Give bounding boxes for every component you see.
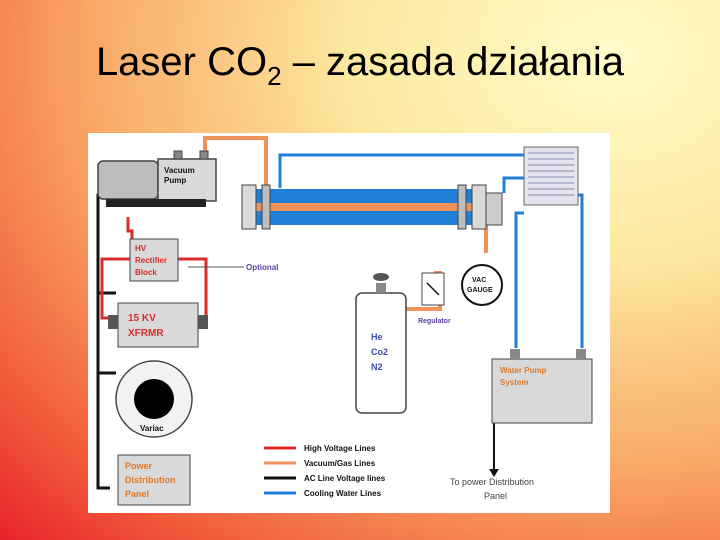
vacuum-pump-label-1: Vacuum bbox=[164, 166, 195, 175]
xfrmr-label-2: XFRMR bbox=[128, 328, 164, 339]
legend-label-hv: High Voltage Lines bbox=[304, 444, 376, 453]
laser-diagram: Vacuum Pump HV Rectifier Block Optional bbox=[96, 136, 593, 506]
laser-tube bbox=[241, 184, 503, 230]
legend-label-gas: Vacuum/Gas Lines bbox=[304, 459, 376, 468]
regulator-label: Regulator bbox=[418, 318, 451, 325]
water-pump-label-2: System bbox=[500, 378, 528, 387]
arrow-down-icon bbox=[489, 469, 499, 477]
power-panel-label-3: Panel bbox=[125, 489, 149, 499]
optional-label: Optional bbox=[246, 263, 278, 272]
ac-lines bbox=[96, 193, 116, 490]
diagram-panel: Vacuum Pump HV Rectifier Block Optional bbox=[88, 133, 610, 513]
vacuum-pump: Vacuum Pump bbox=[97, 150, 217, 207]
power-distribution-panel: Power Distribution Panel bbox=[117, 454, 191, 506]
variac-label: Variac bbox=[140, 424, 164, 433]
vac-gauge-label-2: GAUGE bbox=[467, 287, 493, 294]
vacuum-pump-label-2: Pump bbox=[164, 176, 186, 185]
legend-label-ac: AC Line Voltage lines bbox=[304, 474, 386, 483]
hv-rectifier-block: HV Rectifier Block Optional bbox=[129, 238, 278, 282]
slide-title: Laser CO2 – zasada działania bbox=[0, 40, 720, 92]
vac-gauge: VAC GAUGE bbox=[461, 264, 503, 306]
to-power-label-1: To power Distribution bbox=[450, 477, 534, 487]
legend: High Voltage Lines Vacuum/Gas Lines AC L… bbox=[264, 444, 386, 498]
hv-rectifier-label-1: HV bbox=[135, 244, 147, 253]
hv-rectifier-label-2: Rectifier bbox=[135, 256, 167, 265]
title-rest: – zasada działania bbox=[281, 40, 625, 84]
power-panel-label-2: Distribution bbox=[125, 475, 176, 485]
xfrmr-label-1: 15 KV bbox=[128, 313, 156, 324]
hv-rectifier-label-3: Block bbox=[135, 268, 157, 277]
gas-tank-label-1: He bbox=[371, 332, 383, 342]
legend-label-water: Cooling Water Lines bbox=[304, 489, 382, 498]
xfrmr: 15 KV XFRMR bbox=[108, 302, 208, 348]
title-subscript: 2 bbox=[267, 61, 282, 91]
regulator: Regulator bbox=[418, 272, 451, 325]
vac-gauge-label-1: VAC bbox=[472, 277, 486, 284]
to-power-label-2: Panel bbox=[484, 491, 507, 501]
water-pump-system: Water Pump System bbox=[491, 349, 593, 424]
water-pump-label-1: Water Pump bbox=[500, 366, 546, 375]
power-panel-label-1: Power bbox=[125, 461, 153, 471]
heat-exchanger bbox=[523, 146, 579, 206]
gas-tank-label-3: N2 bbox=[371, 362, 383, 372]
title-main: Laser CO bbox=[95, 40, 268, 84]
gas-tank-label-2: Co2 bbox=[371, 347, 388, 357]
variac: Variac bbox=[115, 360, 193, 438]
gas-tank: He Co2 N2 bbox=[355, 273, 407, 414]
